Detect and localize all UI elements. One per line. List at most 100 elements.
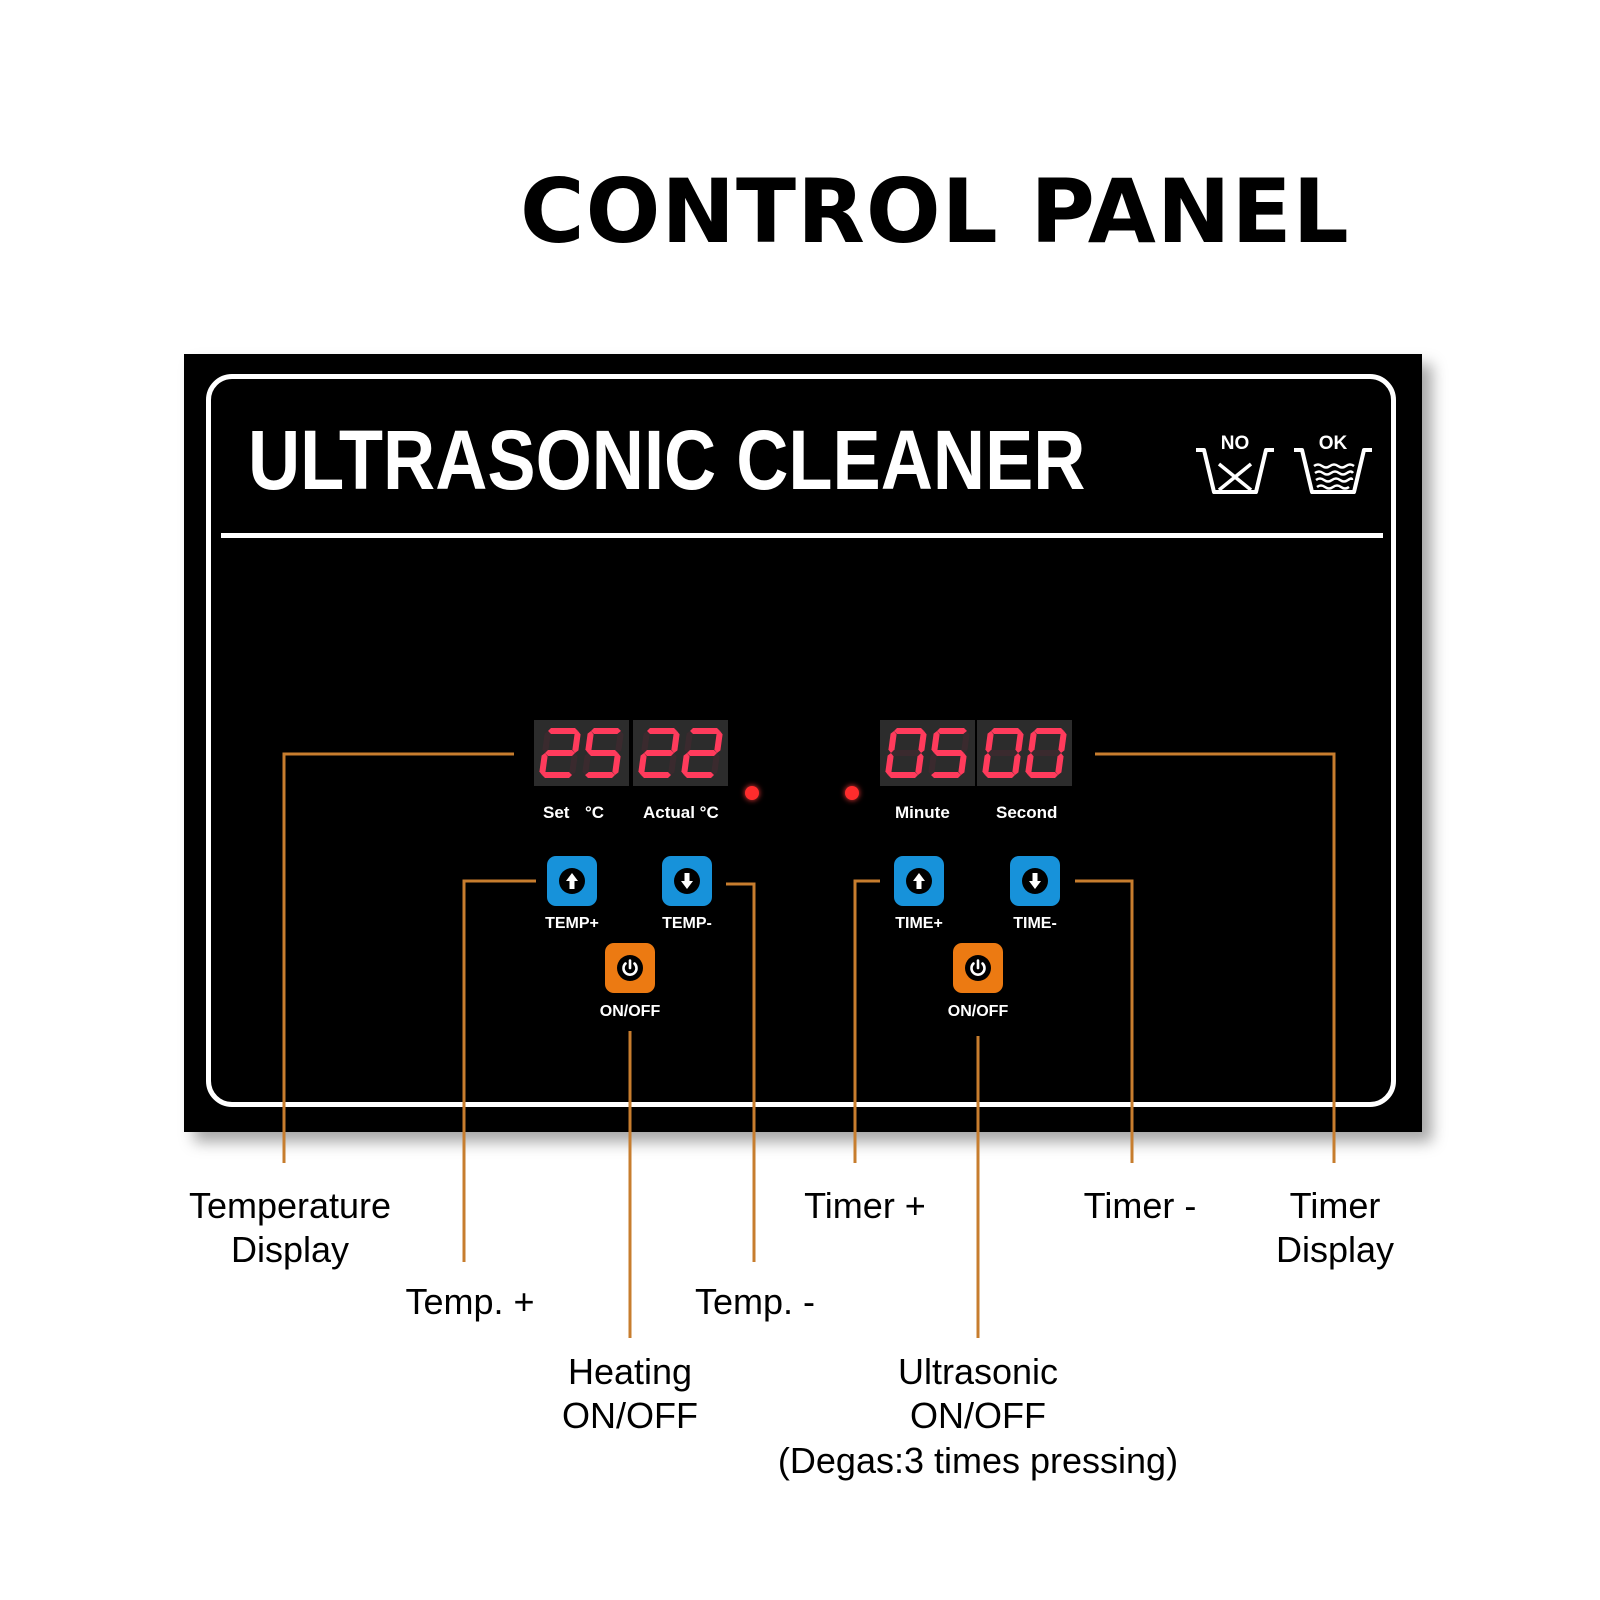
seven-segment — [937, 728, 967, 734]
callout-line: Temperature — [188, 1185, 392, 1226]
heating-onoff-button[interactable] — [605, 943, 655, 993]
callout-ultrasonic-onoff: Ultrasonic ON/OFF (Degas:3 times pressin… — [768, 1350, 1188, 1483]
arrow-down-icon — [674, 868, 700, 894]
seven-segment — [687, 750, 717, 756]
actual-label: Actual °C — [643, 803, 719, 822]
callout-line: Display — [1275, 1229, 1395, 1271]
time-minus-button[interactable] — [1010, 856, 1060, 906]
callout-line: Heating — [567, 1351, 693, 1392]
seven-segment — [582, 753, 591, 775]
callout-line: ON/OFF — [562, 1395, 698, 1437]
minute-digits — [885, 728, 970, 778]
seven-segment — [588, 750, 618, 756]
seven-segment — [985, 772, 1015, 778]
seven-segment — [1031, 750, 1061, 756]
wash-icon-label-ok: OK — [1318, 433, 1348, 454]
seven-segment — [671, 731, 680, 753]
seven-segment — [1034, 728, 1064, 734]
leader-temperature-display — [282, 752, 514, 1163]
seven-segment — [1028, 772, 1058, 778]
temp-plus-button[interactable] — [547, 856, 597, 906]
title-divider — [221, 533, 1383, 538]
temp-minus-button[interactable] — [662, 856, 712, 906]
callout-line: Display — [230, 1229, 350, 1271]
seven-segment — [931, 731, 940, 753]
seven-segment — [539, 753, 548, 775]
callout-timer-minus: Timer - — [1060, 1184, 1220, 1228]
page-title: CONTROL PANEL — [520, 160, 1350, 263]
callout-timer-plus: Timer + — [785, 1184, 945, 1228]
callout-line: ON/OFF — [910, 1395, 1046, 1437]
callout-line: Timer + — [804, 1185, 926, 1226]
seven-segment — [1015, 731, 1024, 753]
seven-segment — [931, 772, 961, 778]
second-digits — [982, 728, 1067, 778]
ultrasonic-indicator-led — [845, 786, 859, 800]
leader-timer-minus — [1075, 879, 1134, 1163]
callout-temp-plus: Temp. + — [390, 1280, 550, 1324]
seven-segment — [1028, 731, 1037, 753]
callout-temperature-display: Temperature Display — [180, 1184, 400, 1273]
wash-icon-label-no: NO — [1220, 433, 1250, 454]
seven-segment — [638, 753, 647, 775]
seven-segment — [934, 750, 964, 756]
seven-segment — [641, 731, 650, 753]
leader-temp-minus — [726, 882, 756, 1262]
seven-segment — [585, 772, 615, 778]
ultrasonic-onoff-button[interactable] — [953, 943, 1003, 993]
seven-segment — [684, 731, 693, 753]
power-icon — [617, 955, 643, 981]
ultrasonic-onoff-label: ON/OFF — [947, 1003, 1009, 1020]
seven-segment — [681, 753, 690, 775]
seven-segment — [612, 753, 621, 775]
callout-line: (Degas:3 times pressing) — [777, 1439, 1179, 1481]
actual-temperature-digits — [638, 728, 723, 778]
callout-line: Temp. + — [405, 1281, 535, 1322]
seven-segment — [591, 728, 621, 734]
callout-line: Timer — [1289, 1185, 1381, 1226]
seven-segment — [690, 728, 720, 734]
seven-segment — [918, 731, 927, 753]
seven-segment — [985, 731, 994, 753]
set-temperature-display — [534, 720, 629, 786]
leader-timer-plus — [853, 879, 880, 1163]
temp-minus-label: TEMP- — [662, 915, 712, 932]
leader-temp-plus — [462, 879, 536, 1262]
seven-segment — [714, 731, 723, 753]
seven-segment — [982, 753, 991, 775]
seven-segment — [1055, 753, 1064, 775]
time-plus-button[interactable] — [894, 856, 944, 906]
panel-title: ULTRASONIC CLEANER — [248, 413, 1086, 507]
leader-timer-display — [1095, 752, 1336, 1163]
seven-segment — [647, 728, 677, 734]
seven-segment — [572, 731, 581, 753]
second-display — [977, 720, 1072, 786]
time-minus-label: TIME- — [1013, 915, 1057, 932]
seven-segment — [548, 728, 578, 734]
basin-crossed-icon — [1196, 448, 1274, 494]
time-plus-label: TIME+ — [895, 915, 943, 932]
set-label: Set — [543, 803, 570, 822]
basin-water-icon — [1294, 448, 1372, 494]
seven-segment — [615, 731, 624, 753]
seven-segment — [641, 772, 671, 778]
callout-line: Ultrasonic — [897, 1351, 1059, 1392]
seven-segment — [928, 753, 937, 775]
minute-label: Minute — [895, 803, 950, 822]
seven-segment — [961, 731, 970, 753]
actual-temperature-display — [633, 720, 728, 786]
seven-segment — [711, 753, 720, 775]
callout-timer-display: Timer Display — [1250, 1184, 1420, 1273]
seven-segment — [915, 753, 924, 775]
seven-segment — [885, 753, 894, 775]
arrow-up-icon — [559, 868, 585, 894]
seven-segment — [891, 750, 921, 756]
control-panel — [184, 354, 1422, 1132]
heating-onoff-label: ON/OFF — [599, 1003, 661, 1020]
seven-segment — [894, 728, 924, 734]
seven-segment — [545, 750, 575, 756]
seven-segment — [542, 731, 551, 753]
set-unit-label: °C — [585, 803, 605, 822]
arrow-up-icon — [906, 868, 932, 894]
